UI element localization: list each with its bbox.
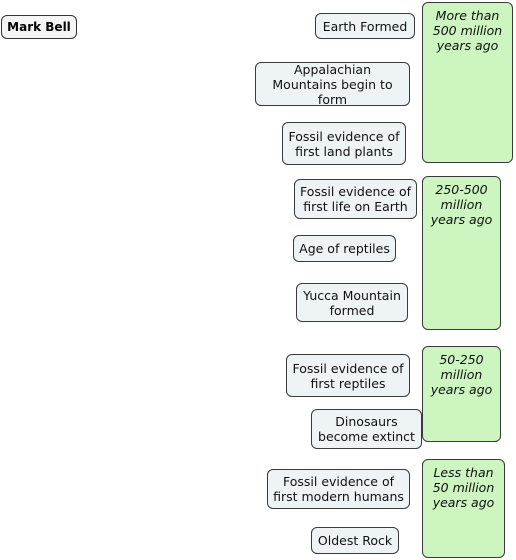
card-first-land-plants[interactable]: Fossil evidence of first land plants [282, 122, 406, 165]
card-first-modern-humans[interactable]: Fossil evidence of first modern humans [267, 469, 410, 509]
card-yucca-mountain[interactable]: Yucca Mountain formed [296, 283, 408, 322]
card-first-life-on-earth[interactable]: Fossil evidence of first life on Earth [294, 179, 417, 219]
bin-50-250-million[interactable]: 50-250 million years ago [422, 346, 501, 442]
card-oldest-rock[interactable]: Oldest Rock [311, 527, 399, 554]
bin-label: 50-250 million years ago [430, 352, 493, 397]
bin-less-than-50-million[interactable]: Less than 50 million years ago [422, 459, 505, 558]
card-first-reptiles[interactable]: Fossil evidence of first reptiles [286, 354, 410, 397]
card-age-of-reptiles[interactable]: Age of reptiles [293, 235, 396, 262]
card-earth-formed[interactable]: Earth Formed [315, 13, 415, 39]
bin-label: Less than 50 million years ago [432, 465, 495, 510]
bin-label: 250-500 million years ago [430, 182, 493, 227]
bin-250-500-million[interactable]: 250-500 million years ago [422, 176, 501, 330]
bin-more-than-500-million[interactable]: More than 500 million years ago [422, 2, 513, 163]
card-dinosaurs-extinct[interactable]: Dinosaurs become extinct [311, 409, 422, 449]
card-appalachian-mountains[interactable]: Appalachian Mountains begin to form [255, 62, 410, 107]
bin-label: More than 500 million years ago [432, 8, 503, 53]
student-name-label: Mark Bell [1, 15, 77, 39]
